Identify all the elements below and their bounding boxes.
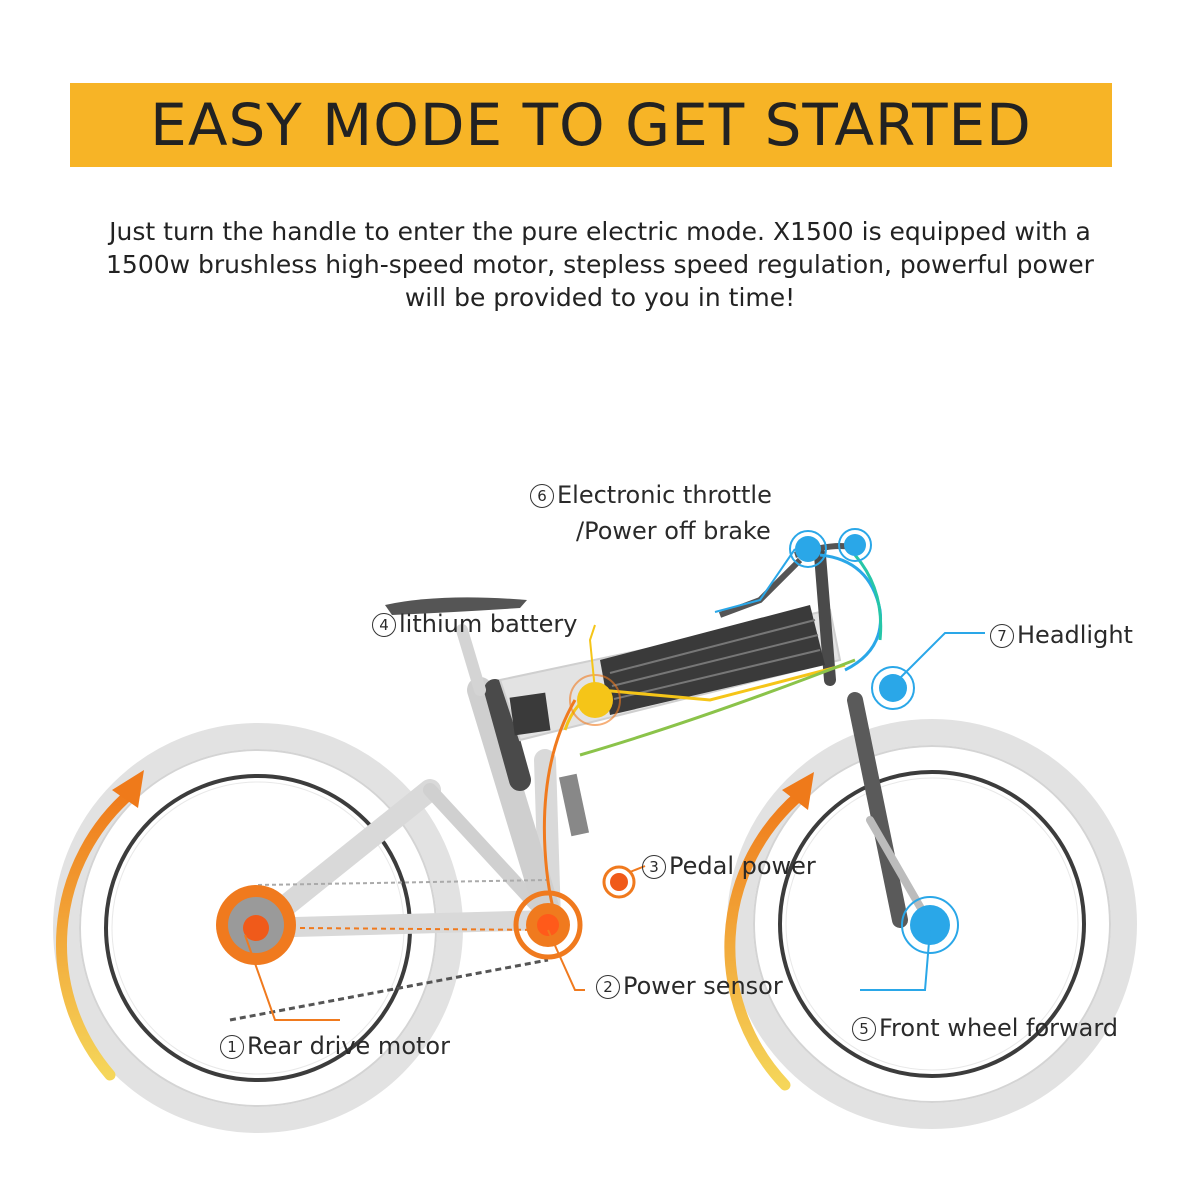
front-hub	[901, 896, 959, 954]
headlight-indicator	[871, 666, 915, 710]
chain	[229, 879, 549, 1022]
front-rotation-arrow	[724, 789, 806, 1091]
rear-rotation-arrow	[56, 786, 138, 1081]
leader-lines	[244, 548, 985, 1021]
title-banner: EASY MODE TO GET STARTED	[70, 83, 1112, 167]
battery-indicator	[569, 674, 621, 726]
battery-pack	[509, 605, 825, 736]
description: Just turn the handle to enter the pure e…	[60, 215, 1140, 314]
rear-arrow-head	[112, 770, 144, 808]
bike-frame	[247, 549, 934, 939]
pedal-power	[602, 865, 636, 899]
front-wheel	[727, 719, 1137, 1129]
callout-power-off-brake: /Power off brake	[576, 517, 771, 545]
description-line-1: Just turn the handle to enter the pure e…	[109, 217, 1091, 246]
throttle-indicator	[789, 528, 872, 568]
description-line-2: 1500w brushless high-speed motor, steple…	[106, 250, 1094, 279]
description-line-3: will be provided to you in time!	[404, 283, 796, 312]
power-sensor	[513, 890, 583, 960]
rear-drive-motor	[216, 885, 296, 965]
saddle	[385, 597, 527, 615]
page-title: EASY MODE TO GET STARTED	[150, 91, 1032, 159]
front-arrow-head	[782, 772, 814, 810]
